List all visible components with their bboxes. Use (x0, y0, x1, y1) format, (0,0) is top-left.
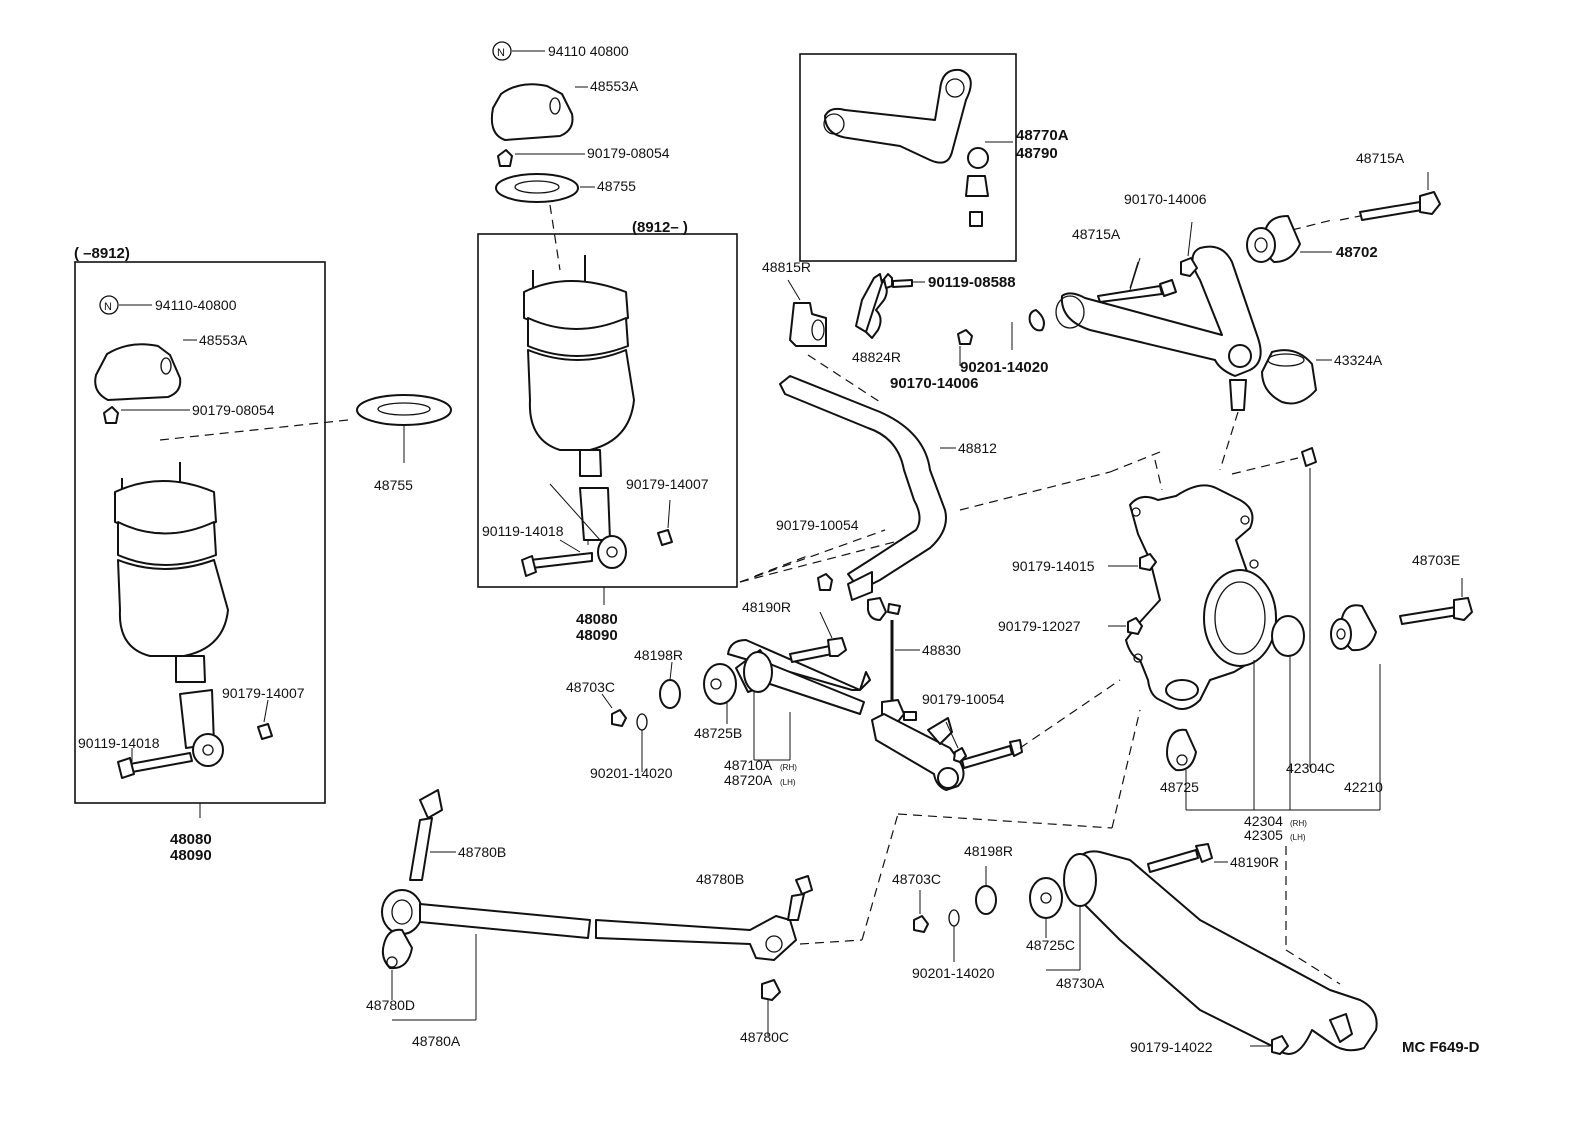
label-upper-arm-2: 48790 (1016, 145, 1058, 162)
leader-lines (131, 257, 1141, 818)
label-la2-bush: 48725C (1026, 937, 1075, 953)
svg-text:N: N (497, 47, 505, 59)
label-ua-nut: 90170-14006 (1124, 191, 1207, 207)
label-center-assy-2: 48090 (576, 627, 618, 644)
stabilizer-bar (754, 375, 956, 601)
label-boot: 43324A (1334, 352, 1383, 368)
labels: 94110 40800 48553A 90179-08054 48755 (89… (74, 43, 1480, 1056)
svg-text:N: N (104, 301, 112, 313)
label-cam-plate: 48198R (634, 647, 683, 663)
upper-arm-assembly (823, 68, 1013, 227)
label-upper-nut: 90179-08054 (587, 145, 670, 161)
label-upper-mount: 48553A (590, 78, 639, 94)
label-knuckle-nut-1: 90179-14015 (1012, 558, 1095, 574)
label-hub-bush: 42304C (1286, 760, 1335, 776)
label-left-nut: 90179-08054 (192, 402, 275, 418)
label-arm-bushing: 48725B (694, 725, 742, 741)
lower-control-arm-front (601, 611, 871, 772)
label-arm-nut: 48703C (566, 679, 615, 695)
label-stabilizer-bar: 48812 (958, 440, 997, 456)
lower-arm-rear-assembly (913, 843, 1378, 1055)
label-la2-nut: 48703C (892, 871, 941, 887)
center-assembly-box (477, 233, 738, 588)
label-bracket-nut: 90170-14006 (890, 375, 978, 392)
label-ua-bushing: 48702 (1336, 244, 1378, 261)
label-knuckle-rh: 42304 (1244, 813, 1283, 829)
label-lower-arm-lh: 48720A (724, 772, 773, 788)
label-upper-plate: 48755 (597, 178, 636, 194)
label-knuckle-lh: 42305 (1244, 827, 1283, 843)
label-la2-bolt: 48190R (1230, 854, 1279, 870)
label-upper-arm-1: 48770A (1016, 127, 1069, 144)
label-hub-bearing: 42210 (1344, 779, 1383, 795)
upper-control-arm (1028, 221, 1262, 471)
knuckle-hardware (1185, 447, 1381, 950)
label-center-assy-1: 48080 (576, 611, 618, 628)
label-knuckle-lh-tag: (LH) (1290, 833, 1306, 842)
label-link-rod: 48830 (922, 642, 961, 658)
label-strut-nut: 48780C (740, 1029, 789, 1045)
stabilizer-link-rod (867, 597, 920, 725)
label-la2-arm: 48730A (1056, 975, 1105, 991)
label-link-nut: 90179-10054 (922, 691, 1005, 707)
label-center-bolt: 90119-14018 (482, 523, 564, 539)
label-la2-nut2: 90179-14022 (1130, 1039, 1213, 1055)
label-left-nut2: 90179-14007 (222, 685, 305, 701)
steering-knuckle (739, 451, 1305, 710)
upper-mount-kit: N (490, 41, 595, 271)
rear-bushing-set (1330, 578, 1473, 652)
label-left-mount: 48553A (199, 332, 248, 348)
label-knuckle-nut-2: 90179-12027 (998, 618, 1081, 634)
label-left-range: ( –8912) (74, 245, 130, 262)
label-left-bolt: 90119-14018 (78, 735, 160, 751)
label-la2-washer: 90201-14020 (912, 965, 995, 981)
label-la2-cam: 48198R (964, 843, 1013, 859)
strut-rod (381, 709, 1141, 1036)
label-arm-bolt: 48190R (742, 599, 791, 615)
label-bracket: 48824R (852, 349, 901, 365)
label-strut-bolt-b: 48780B (696, 871, 744, 887)
label-center-nut: 90179-14007 (626, 476, 709, 492)
label-ua-bolt-b: 48715A (1356, 150, 1405, 166)
spring-plate (356, 394, 452, 463)
upper-arm-box (799, 53, 1017, 262)
label-left-plate: 48755 (374, 477, 413, 493)
left-air-spring: N (94, 295, 349, 779)
label-arm-washer: 90201-14020 (590, 765, 673, 781)
label-strut-bush: 48780D (366, 997, 415, 1013)
lower-control-arm-rear (871, 679, 1121, 791)
diagram-code: MC F649-D (1402, 1039, 1480, 1056)
label-upper-n: 94110 40800 (548, 43, 629, 59)
label-center-range: (8912– ) (632, 219, 688, 236)
label-lower-arm-rh: 48710A (724, 757, 773, 773)
label-bush-48725: 48725 (1160, 779, 1199, 795)
label-strut-bolt-a: 48780B (458, 844, 506, 860)
stabilizer-bracket-set (789, 273, 973, 403)
label-bracket-bolt: 90119-08588 (928, 274, 1016, 291)
label-left-assy-1: 48080 (170, 831, 212, 848)
label-washer: 90201-14020 (960, 359, 1048, 376)
lower-bush (1166, 728, 1197, 772)
label-lower-arm-rh-tag: (RH) (780, 763, 797, 772)
label-left-assy-2: 48090 (170, 847, 212, 864)
label-bushing-bracket: 48815R (762, 259, 811, 275)
label-strut-rod: 48780A (412, 1033, 461, 1049)
label-stab-nut: 90179-10054 (776, 517, 859, 533)
label-ua-bolt-a: 48715A (1072, 226, 1121, 242)
label-rear-bolt: 48703E (1412, 552, 1460, 568)
label-left-n: 94110-40800 (155, 297, 237, 313)
upper-bushing-set (1246, 172, 1441, 263)
label-lower-arm-lh-tag: (LH) (780, 778, 796, 787)
dust-boot (1261, 349, 1332, 405)
center-air-spring (521, 255, 673, 577)
label-knuckle-rh-tag: (RH) (1290, 819, 1307, 828)
